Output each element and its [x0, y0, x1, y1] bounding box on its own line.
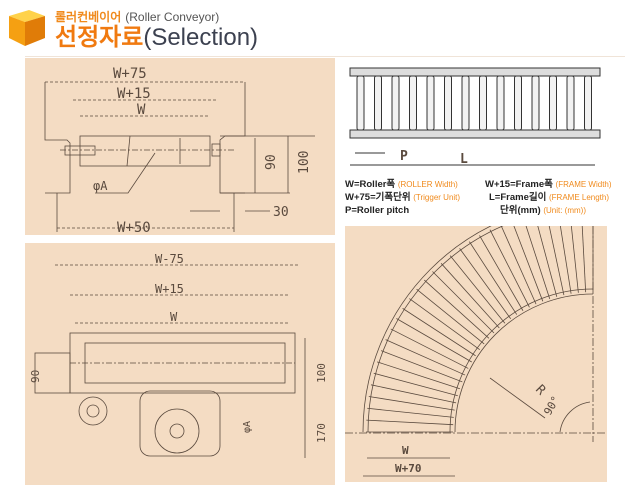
svg-text:W: W: [170, 310, 178, 324]
curve-roller: [440, 263, 500, 329]
svg-text:W+75: W+75: [113, 66, 147, 82]
roller: [426, 75, 435, 131]
svg-text:L: L: [460, 152, 468, 167]
svg-text:W+15: W+15: [117, 86, 151, 102]
curve-roller: [511, 219, 544, 302]
roller: [374, 75, 382, 131]
roller: [444, 75, 452, 131]
svg-text:90: 90: [29, 370, 42, 383]
roller: [356, 75, 365, 131]
logo-cube-icon: [9, 10, 45, 46]
curve-roller: [416, 288, 485, 345]
svg-text:W+50: W+50: [117, 220, 151, 235]
svg-text:30: 30: [273, 205, 289, 220]
curve-roller: [373, 372, 458, 397]
curve-roller: [533, 212, 558, 297]
curve-roller: [409, 298, 480, 351]
svg-text:170: 170: [315, 423, 328, 443]
curve-roller: [522, 215, 551, 299]
roller: [549, 75, 557, 131]
roller: [391, 75, 400, 131]
curve-roller: [432, 271, 495, 334]
svg-text:P: P: [400, 149, 408, 164]
curve-roller: [449, 255, 506, 324]
curve-roller: [366, 419, 454, 426]
roller: [461, 75, 470, 131]
cross-section-drawing: W+75 W+15 W φA 90 100 30 W+50: [25, 58, 335, 236]
curve-roller: [557, 207, 572, 294]
svg-text:W-75: W-75: [155, 252, 184, 266]
curve-roller: [489, 229, 530, 308]
curve-roller: [368, 396, 455, 411]
svg-text:90°: 90°: [541, 394, 562, 418]
svg-text:W+15: W+15: [155, 282, 184, 296]
curve-roller: [370, 384, 457, 404]
roller: [479, 75, 487, 131]
curve-roller: [390, 328, 469, 369]
svg-text:W: W: [402, 444, 409, 457]
roller: [531, 75, 540, 131]
curve-conveyor-drawing: R 90° W W+70: [345, 201, 607, 482]
divider: [25, 56, 625, 57]
curve-roller: [376, 361, 460, 390]
curve-roller: [385, 339, 466, 376]
curve-roller: [459, 248, 512, 319]
curve-roller: [580, 205, 587, 293]
svg-text:φA: φA: [93, 179, 108, 193]
curve-roller: [402, 308, 476, 357]
curve-roller: [469, 241, 518, 315]
side-view-drawing: W-75 W+15 W 100 170 90 φA: [25, 243, 335, 485]
curve-roller: [479, 235, 524, 311]
curve-roller: [500, 224, 537, 305]
roller: [496, 75, 505, 131]
roller: [584, 75, 592, 131]
curve-roller: [424, 279, 490, 339]
curve-roller: [367, 407, 454, 418]
subtitle: 롤러컨베이어(Roller Conveyor): [55, 10, 220, 24]
roller: [409, 75, 417, 131]
svg-text:90: 90: [264, 154, 279, 170]
roller: [514, 75, 522, 131]
svg-text:W: W: [137, 102, 146, 118]
roller-plan-drawing: P L: [349, 67, 601, 167]
roller: [566, 75, 575, 131]
svg-text:φA: φA: [242, 421, 253, 433]
curve-roller: [380, 350, 463, 383]
svg-text:100: 100: [297, 151, 312, 174]
curve-roller: [545, 209, 565, 296]
svg-text:W+70: W+70: [395, 462, 422, 475]
page-title: 선정자료(Selection): [55, 24, 259, 51]
curve-roller: [396, 318, 472, 363]
svg-text:R: R: [532, 382, 548, 398]
svg-text:100: 100: [315, 363, 328, 383]
curve-roller: [568, 206, 579, 293]
